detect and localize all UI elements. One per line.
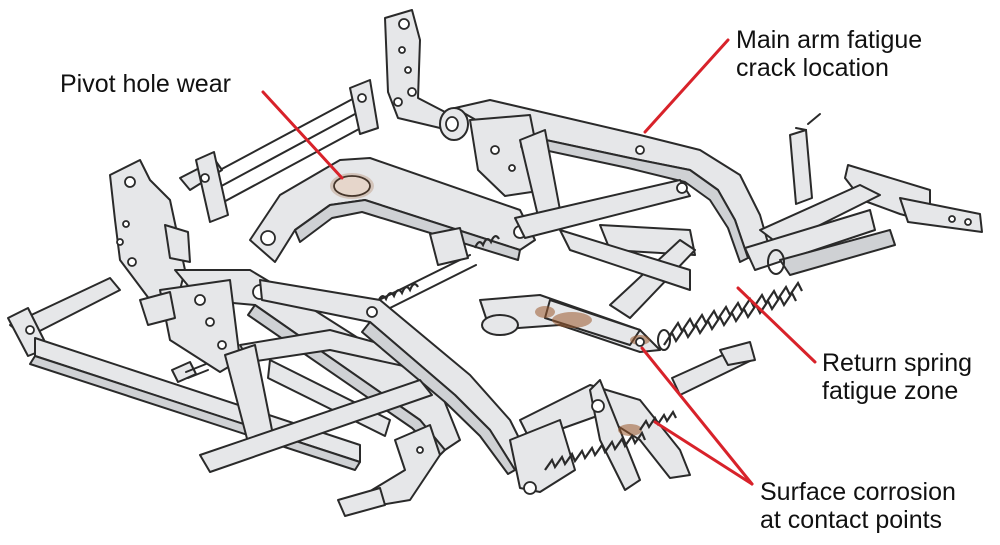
return-spring xyxy=(657,249,803,351)
rear-upright-plate xyxy=(384,9,446,129)
callout-return-spring: Return spring fatigue zone xyxy=(822,349,972,405)
leader-return-spring xyxy=(736,286,817,364)
callout-line: Surface corrosion xyxy=(760,478,956,506)
callout-line: at contact points xyxy=(760,506,943,534)
front-u-bar xyxy=(199,379,441,517)
middle-linkage xyxy=(479,229,696,353)
callout-line: crack location xyxy=(736,54,889,82)
callout-surface-corrosion: Surface corrosion at contact points xyxy=(760,478,956,534)
leader-corrosion xyxy=(640,346,754,486)
rear-rod-bracket xyxy=(179,79,379,223)
lower-forward-arm xyxy=(259,279,531,475)
callout-line: fatigue zone xyxy=(822,377,959,405)
leader-main-arm xyxy=(643,38,730,134)
callout-main-arm-crack: Main arm fatigue crack location xyxy=(736,26,922,82)
loose-bolt xyxy=(171,361,209,383)
right-seat-bracket xyxy=(744,113,983,276)
left-upright-plate xyxy=(109,159,191,301)
callout-line: Return spring xyxy=(822,349,973,377)
callout-line: Main arm fatigue xyxy=(736,26,923,54)
callout-line: Pivot hole wear xyxy=(60,70,231,98)
lower-right-assembly xyxy=(509,341,756,495)
callout-pivot-hole-wear: Pivot hole wear xyxy=(60,70,231,98)
center-rod xyxy=(374,227,500,313)
upper-mount-bracket xyxy=(469,114,561,217)
leader-pivot-hole xyxy=(261,90,344,180)
